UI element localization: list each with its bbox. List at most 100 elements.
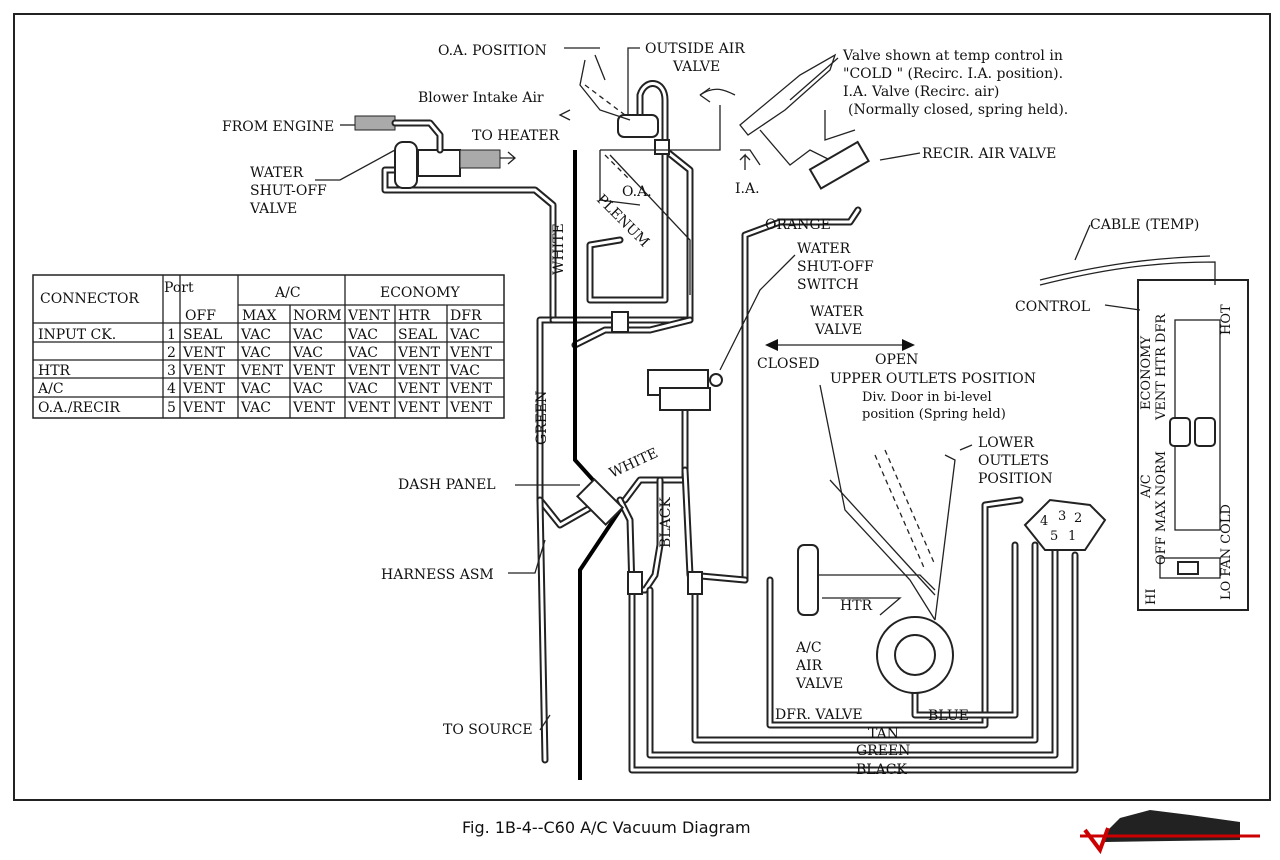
components <box>354 53 1249 694</box>
label-water-switch-1: WATER <box>797 241 851 257</box>
label-to-source: TO SOURCE <box>443 722 533 738</box>
label-water-valve-bottom: VALVE <box>814 322 862 338</box>
dfr-valve-core <box>894 634 936 676</box>
ctrl-off-max-norm: OFF MAX NORM <box>1154 451 1169 565</box>
label-ac-air-2: AIR <box>795 658 823 674</box>
label-to-heater: TO HEATER <box>472 128 560 144</box>
table-cell: VENT <box>182 345 226 361</box>
tee-connector-black <box>687 571 703 595</box>
table-cell: VENT <box>347 400 391 416</box>
label-div-door-1: Div. Door in bi-level <box>862 390 992 405</box>
label-dfr-valve: DFR. VALVE <box>775 707 863 723</box>
tee-connector-upper <box>611 311 629 333</box>
table-row-port: 4 <box>167 381 176 397</box>
table-border <box>32 274 505 419</box>
table-sub-dfr: DFR <box>450 308 482 324</box>
label-white-2: WHITE <box>607 445 661 481</box>
fan-slot <box>1159 557 1221 579</box>
from-engine-pipe <box>354 115 396 131</box>
label-black: BLACK <box>658 497 674 548</box>
table-cell: VENT <box>182 363 226 379</box>
label-recir-air-valve: RECIR. AIR VALVE <box>922 146 1056 162</box>
label-water-valve-1: WATER <box>250 165 304 181</box>
table-sub-off: OFF <box>185 308 216 324</box>
figure-caption: Fig. 1B-4--C60 A/C Vacuum Diagram <box>462 818 751 837</box>
water-valve-body <box>417 149 461 177</box>
label-black-hose: BLACK <box>856 762 907 778</box>
ctrl-hi: HI <box>1144 589 1159 605</box>
table-cell: VAC <box>449 327 480 343</box>
table-cell: VENT <box>397 363 441 379</box>
label-valve-note-2: "COLD " (Recirc. I.A. position). <box>843 66 1063 82</box>
table-row-name: INPUT CK. <box>38 327 116 343</box>
ctrl-economy: ECONOMY <box>1139 336 1154 410</box>
table-cell: VENT <box>397 345 441 361</box>
table-cell: VENT <box>449 345 493 361</box>
oa-connector <box>654 139 670 155</box>
water-switch-base <box>659 387 711 411</box>
table-cell: VENT <box>397 381 441 397</box>
label-water-valve-top: WATER <box>810 304 864 320</box>
table-row-port: 1 <box>167 327 176 343</box>
table-row-name: O.A./RECIR <box>38 400 120 416</box>
table-cell: SEAL <box>398 327 437 343</box>
table-row-name: HTR <box>38 363 71 379</box>
label-green: GREEN <box>534 391 550 445</box>
control-lever-right[interactable] <box>1194 417 1216 447</box>
label-closed: CLOSED <box>757 356 820 372</box>
label-htr: HTR <box>840 598 873 614</box>
table-cell: VAC <box>240 327 271 343</box>
label-outside-air-valve: VALVE <box>672 59 720 75</box>
watermark-logo <box>1080 810 1260 855</box>
label-control: CONTROL <box>1015 299 1090 315</box>
vacuum-hoses <box>381 80 1079 774</box>
ac-air-valve <box>797 544 819 616</box>
ctrl-ac: A/C <box>1139 474 1154 499</box>
table-cell: VENT <box>449 400 493 416</box>
label-ac-air-1: A/C <box>795 640 822 656</box>
label-cable-temp: CABLE (TEMP) <box>1090 217 1199 233</box>
recir-air-valve <box>808 140 870 190</box>
table-row-name: A/C <box>37 381 64 397</box>
table-cell: VENT <box>240 363 284 379</box>
table-cell: VAC <box>347 345 378 361</box>
label-valve-note-3: I.A. Valve (Recirc. air) <box>843 84 999 100</box>
label-water-valve-3: VALVE <box>249 201 297 217</box>
label-dash-panel: DASH PANEL <box>398 477 496 493</box>
table-cell: VAC <box>449 363 480 379</box>
label-blue: BLUE <box>928 708 969 724</box>
label-lower-outlets-3: POSITION <box>978 471 1053 487</box>
ctrl-fan: LO FAN COLD <box>1219 504 1234 600</box>
table-cell: VENT <box>347 363 391 379</box>
table-cell: VAC <box>292 381 323 397</box>
table-cell: VAC <box>347 381 378 397</box>
table-cell: VAC <box>292 327 323 343</box>
table-cell: VAC <box>240 381 271 397</box>
to-heater-pipe <box>459 149 501 169</box>
label-ia: I.A. <box>735 181 760 197</box>
table-row-port: 5 <box>167 400 176 416</box>
table-cell: VAC <box>347 327 378 343</box>
label-valve-note-4: (Normally closed, spring held). <box>848 102 1068 118</box>
label-water-switch-3: SWITCH <box>797 277 859 293</box>
control-lever-left[interactable] <box>1169 417 1191 447</box>
table-h-port: Port <box>164 280 194 296</box>
leader-lines <box>315 47 1141 731</box>
table-cell: VAC <box>292 345 323 361</box>
diagram-labels: O.A. POSITION OUTSIDE AIR VALVE Blower I… <box>222 41 1234 778</box>
label-from-engine: FROM ENGINE <box>222 119 334 135</box>
table-cell: VENT <box>292 400 336 416</box>
table-cell: VENT <box>182 381 226 397</box>
table-cell: SEAL <box>183 327 222 343</box>
port-num-1: 1 <box>1068 529 1076 544</box>
harness-connector <box>575 477 625 527</box>
table-cell: VAC <box>240 345 271 361</box>
label-ac-air-3: VALVE <box>795 676 843 692</box>
label-valve-note-1: Valve shown at temp control in <box>842 48 1063 64</box>
port-num-4: 4 <box>1040 514 1048 529</box>
label-orange: ORANGE <box>765 217 831 233</box>
fan-lever[interactable] <box>1177 561 1199 575</box>
ctrl-hot: HOT <box>1219 304 1234 335</box>
